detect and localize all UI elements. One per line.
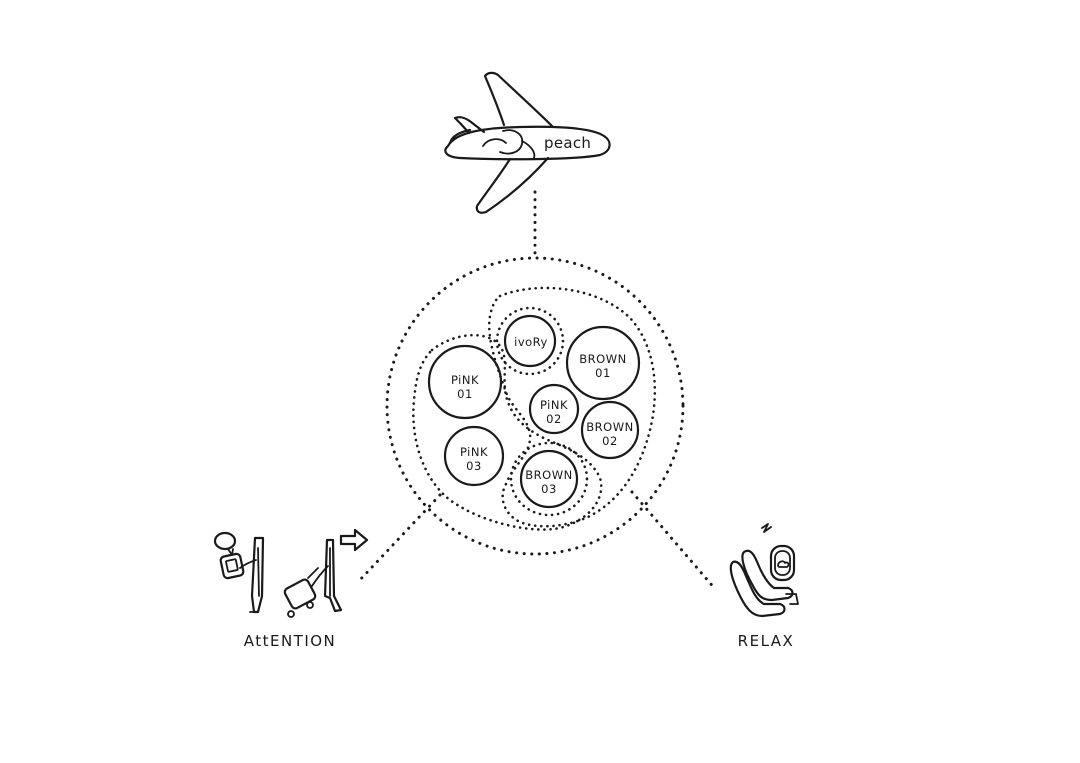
sleep-zigzag-icon — [761, 523, 772, 533]
zone-ivory: ivoRy — [503, 314, 557, 368]
zone-brown-01: BROWN 01 — [565, 325, 641, 401]
outer-dotted-ring — [385, 256, 685, 556]
relax-caption: RELAX — [738, 632, 795, 650]
zone-pink-01-name: PiNK — [451, 373, 479, 387]
zone-pink-02: PiNK 02 — [528, 383, 580, 435]
zone-pink-03-number: 03 — [466, 459, 482, 473]
color-cluster: PiNK 01 ivoRy BROWN 01 PiNK 02 BROWN 02 — [385, 256, 685, 556]
attention-caption: AttENTION — [244, 632, 337, 650]
attention-vignette: AttENTION — [213, 528, 369, 650]
zone-pink-03-name: PiNK — [460, 445, 488, 459]
zone-brown-03-name: BROWN — [525, 468, 572, 482]
relax-vignette: RELAX — [729, 523, 799, 650]
ivory-halo — [495, 306, 565, 376]
connector-relax — [630, 490, 718, 592]
zone-ivory-name: ivoRy — [514, 335, 548, 349]
zone-pink-03: PiNK 03 — [443, 425, 505, 487]
zone-brown-03: BROWN 03 — [519, 449, 579, 509]
zone-brown-01-name: BROWN — [579, 352, 626, 366]
reclined-seat-icon — [729, 549, 799, 618]
zone-brown-02-name: BROWN — [586, 420, 633, 434]
zone-pink-02-name: PiNK — [540, 398, 568, 412]
zone-pink-01-number: 01 — [457, 387, 473, 401]
zone-brown-02-number: 02 — [602, 434, 618, 448]
airplane-icon: peach — [444, 71, 611, 214]
zone-pink-01: PiNK 01 — [427, 344, 503, 420]
airline-brand-text: peach — [544, 134, 591, 152]
zone-brown-03-number: 03 — [541, 482, 557, 496]
person-with-luggage-icon — [283, 538, 343, 618]
speech-bubble-icon — [213, 531, 237, 556]
airplane-window-icon — [769, 544, 796, 582]
zone-brown-01-number: 01 — [595, 366, 611, 380]
connector-attention — [356, 493, 442, 584]
pink-group-boundary — [412, 333, 603, 531]
person-with-phone-icon — [219, 536, 265, 614]
zone-brown-02: BROWN 02 — [580, 400, 640, 460]
brown-03-halo — [509, 441, 589, 517]
zone-pink-02-number: 02 — [546, 412, 562, 426]
arrow-right-icon — [339, 528, 369, 552]
